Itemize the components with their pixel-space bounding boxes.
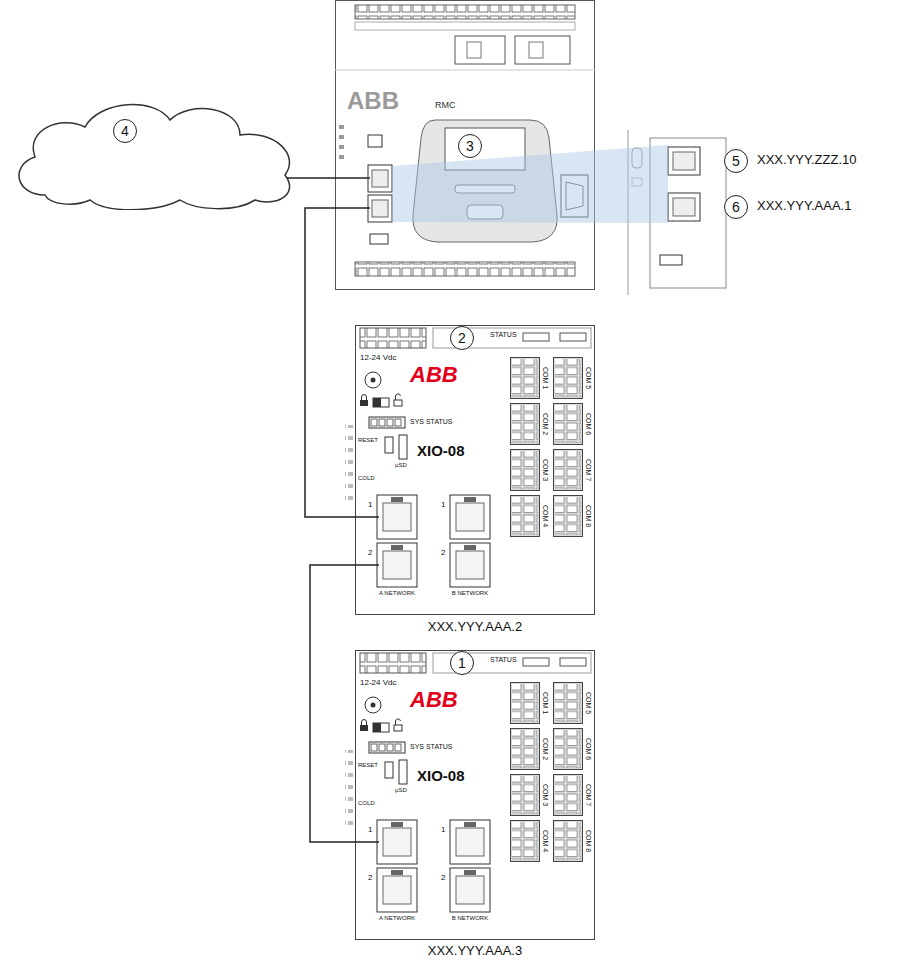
wire-stub <box>355 564 379 566</box>
device-label: 2 <box>368 549 372 558</box>
device-label: XIO-08 <box>417 443 465 460</box>
callout-number: 3 <box>458 134 482 158</box>
device-label: 1 <box>441 501 445 510</box>
callout-number: 2 <box>450 326 474 350</box>
ip-address-label: XXX.YYY.AAA.2 <box>428 620 522 634</box>
device-label: ABB <box>410 363 458 387</box>
device-label: B NETWORK <box>445 915 495 922</box>
ip-address-label: XXX.YYY.ZZZ.10 <box>757 153 856 167</box>
device-label: COM 7 <box>584 784 592 806</box>
device-label: 1 <box>368 501 372 510</box>
device-label: COM 3 <box>541 459 549 481</box>
device-label: B NETWORK <box>445 590 495 597</box>
callout-number: 4 <box>113 119 137 143</box>
device-label: µSD <box>395 787 407 794</box>
callout-number: 1 <box>450 651 474 675</box>
device-label: RMC <box>435 101 456 111</box>
device-label: RESET <box>358 437 378 444</box>
device-label: COM 5 <box>584 692 592 714</box>
device-label: 12-24 Vdc <box>360 679 396 688</box>
device-label: A NETWORK <box>372 915 422 922</box>
xio-module: 12-24 VdcABB STATUS SYS STATUS XIO-08 RESET C… <box>355 325 595 615</box>
callout-number: 6 <box>724 195 748 219</box>
device-label: COM 6 <box>584 738 592 760</box>
device-label: COM 6 <box>584 413 592 435</box>
callout-number: 5 <box>724 149 748 173</box>
cloud-network: 4 <box>5 95 300 210</box>
wire-stub <box>335 207 370 209</box>
device-label: COM 3 <box>541 784 549 806</box>
device-label: COM 2 <box>541 413 549 435</box>
device-label: SYS STATUS <box>410 418 453 426</box>
cloud-shape <box>19 105 290 210</box>
device-label: COM 4 <box>541 830 549 852</box>
xio-drawing <box>345 326 595 615</box>
wire-stub <box>355 841 379 843</box>
device-label: 2 <box>368 874 372 883</box>
cloud-outline <box>5 95 300 210</box>
device-label: COM 4 <box>541 505 549 527</box>
device-label: COM 1 <box>541 692 549 714</box>
device-label: 2 <box>441 874 445 883</box>
device-label: STATUS <box>490 331 517 339</box>
device-label: SYS STATUS <box>410 743 453 751</box>
network-cable <box>310 565 355 842</box>
device-label: XIO-08 <box>417 768 465 785</box>
ip-address-label: XXX.YYY.AAA.1 <box>757 199 851 213</box>
rmc-controller-drawing <box>335 1 595 290</box>
device-label: COLD <box>358 800 375 807</box>
xio-module: 12-24 VdcABB STATUS SYS STATUS XIO-08 RESET C… <box>355 650 595 940</box>
device-label: COM 5 <box>584 367 592 389</box>
wire-stub <box>355 516 379 518</box>
device-label: COM 1 <box>541 367 549 389</box>
device-label: 2 <box>441 549 445 558</box>
device-label: ABB <box>347 88 399 114</box>
xio-drawing <box>345 651 595 940</box>
device-label: COM 7 <box>584 459 592 481</box>
zoom-wedge <box>392 145 668 223</box>
device-label: COM 2 <box>541 738 549 760</box>
device-label: COLD <box>358 475 375 482</box>
device-label: ABB <box>410 688 458 712</box>
device-label: µSD <box>395 462 407 469</box>
device-label: 12-24 Vdc <box>360 354 396 363</box>
device-label: 1 <box>441 826 445 835</box>
ip-address-label: XXX.YYY.AAA.3 <box>428 944 522 958</box>
wire-stub <box>335 177 370 179</box>
device-label: COM 8 <box>584 830 592 852</box>
device-label: A NETWORK <box>372 590 422 597</box>
device-label: RESET <box>358 762 378 769</box>
device-label: 1 <box>368 826 372 835</box>
network-cable <box>286 177 335 179</box>
device-label: COM 8 <box>584 505 592 527</box>
device-label: STATUS <box>490 656 517 664</box>
network-cable <box>305 208 355 517</box>
